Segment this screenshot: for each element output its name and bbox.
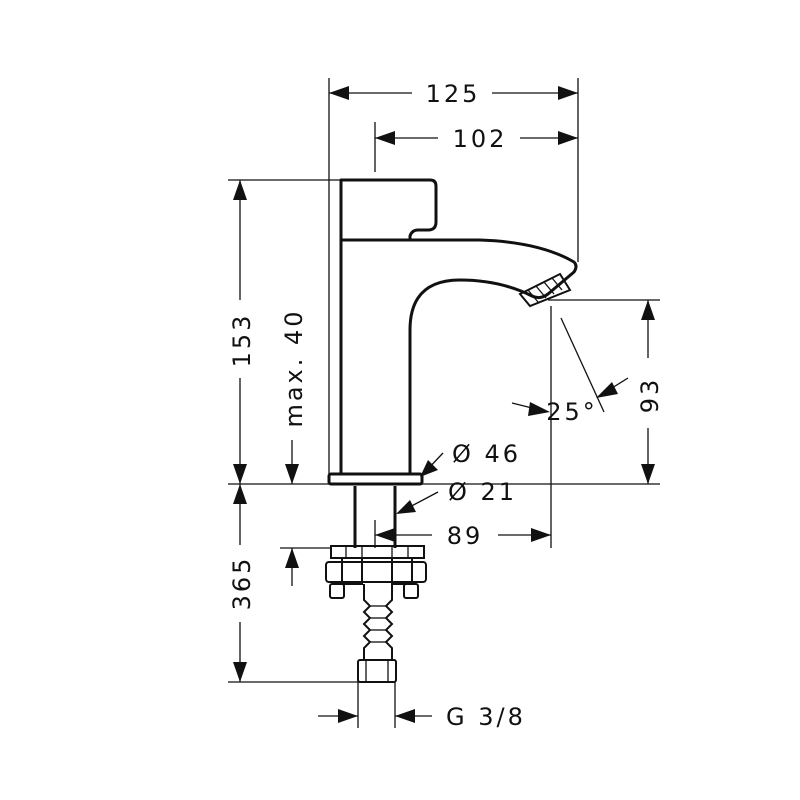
dim-label-365: 365 (228, 556, 256, 611)
dimension-diameter-21: Ø 21 (396, 478, 517, 514)
faucet-body (325, 178, 578, 683)
dim-label-thread: G 3/8 (446, 703, 526, 731)
dim-label-153: 153 (228, 313, 256, 368)
dim-label-93: 93 (636, 377, 664, 414)
dim-label-max-40: max. 40 (280, 308, 308, 427)
aerator (518, 272, 572, 308)
dim-label-89: 89 (447, 522, 484, 550)
dimension-93: 93 (636, 300, 664, 484)
dim-label-102: 102 (453, 125, 508, 153)
faucet-spout (339, 238, 578, 476)
fixing-nut (325, 545, 427, 599)
base-rosette (327, 472, 424, 486)
dimension-102: 102 (375, 125, 578, 153)
dimension-thread: G 3/8 (318, 703, 526, 731)
connection-hose (357, 584, 397, 683)
dim-label-diameter-21: Ø 21 (448, 478, 517, 506)
dimension-125: 125 (329, 80, 578, 108)
dim-label-diameter-46: Ø 46 (452, 440, 521, 468)
extension-lines (228, 78, 660, 728)
dimension-365: 365 (228, 484, 256, 682)
dimension-max-40: max. 40 (280, 308, 308, 586)
dimension-spray-angle: 25° (511, 317, 629, 426)
faucet-handle (339, 178, 438, 242)
dimension-diameter-46: Ø 46 (420, 440, 521, 477)
dimension-153: 153 (228, 180, 256, 484)
dim-label-25-deg: 25° (546, 398, 598, 426)
dim-label-125: 125 (426, 80, 481, 108)
dimension-89: 89 (374, 520, 551, 550)
